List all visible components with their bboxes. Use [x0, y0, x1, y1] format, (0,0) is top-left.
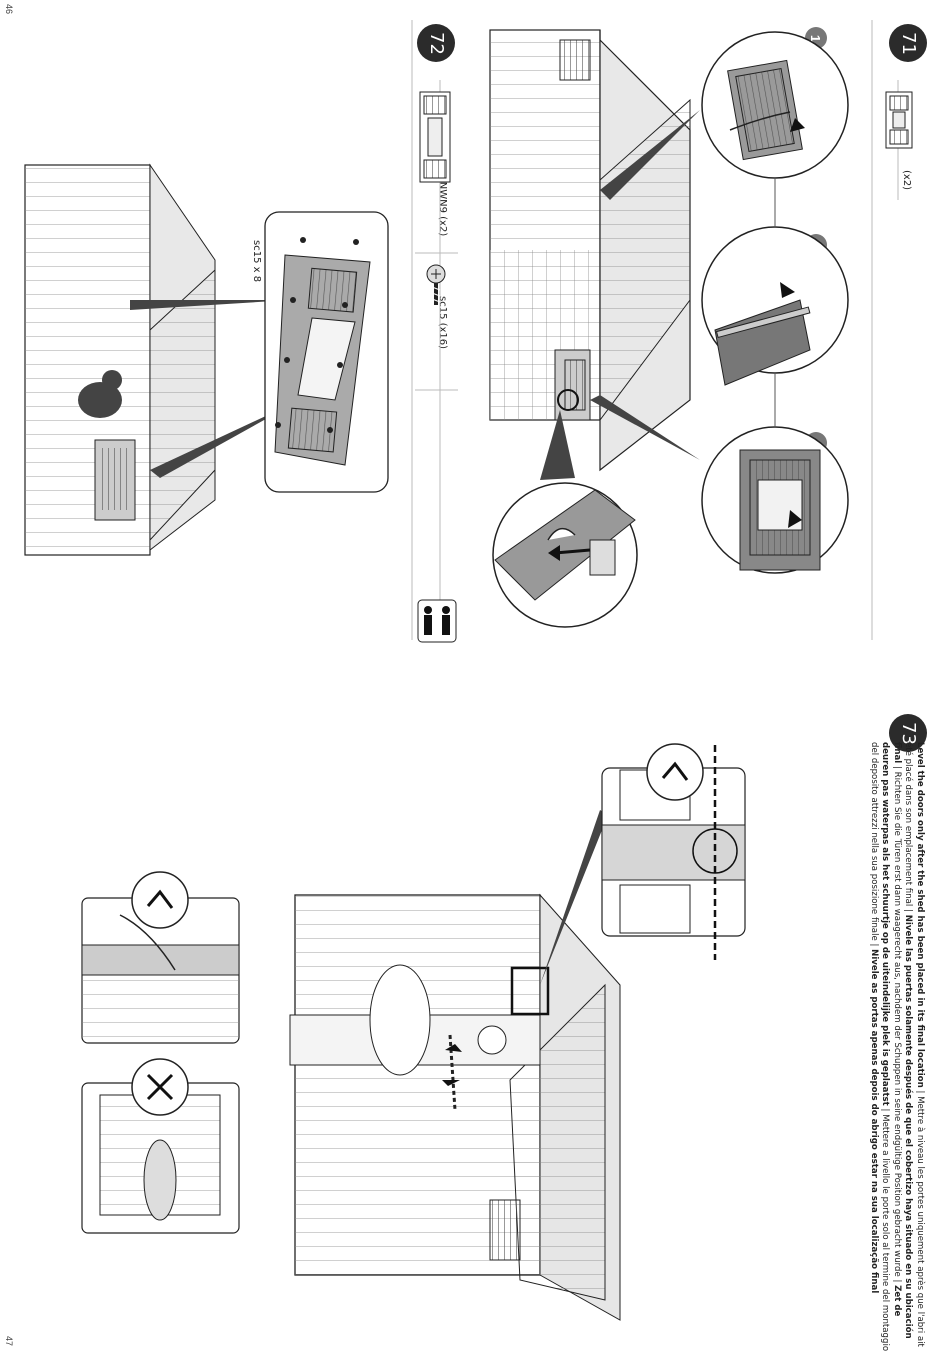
- vent-part-thumbnail: [885, 91, 913, 149]
- cross-icon: [146, 1073, 174, 1101]
- shed-main-illustration-71: [489, 29, 700, 480]
- shed-illustration-72: [24, 163, 300, 556]
- level-check-detail: [601, 743, 746, 960]
- step-72-number: 72: [417, 24, 455, 62]
- detail-circle-2: [701, 226, 849, 386]
- step-73-number: 73: [889, 714, 927, 752]
- screw-icon: [426, 264, 446, 305]
- incorrect-method-panel: [81, 1058, 240, 1234]
- detail-circle-1: [701, 31, 849, 179]
- two-persons-icon: [417, 599, 457, 643]
- vent-assembly-detail: [264, 211, 389, 493]
- latch-detail-circle: [492, 482, 638, 628]
- step-71-number: 71: [889, 24, 927, 62]
- vent-part-fnwn9-thumbnail: [419, 91, 451, 183]
- check-icon: [661, 761, 689, 781]
- detail-circle-3: [701, 426, 849, 574]
- correct-method-panel: [81, 871, 240, 1044]
- shed-illustration-73: [289, 810, 621, 1321]
